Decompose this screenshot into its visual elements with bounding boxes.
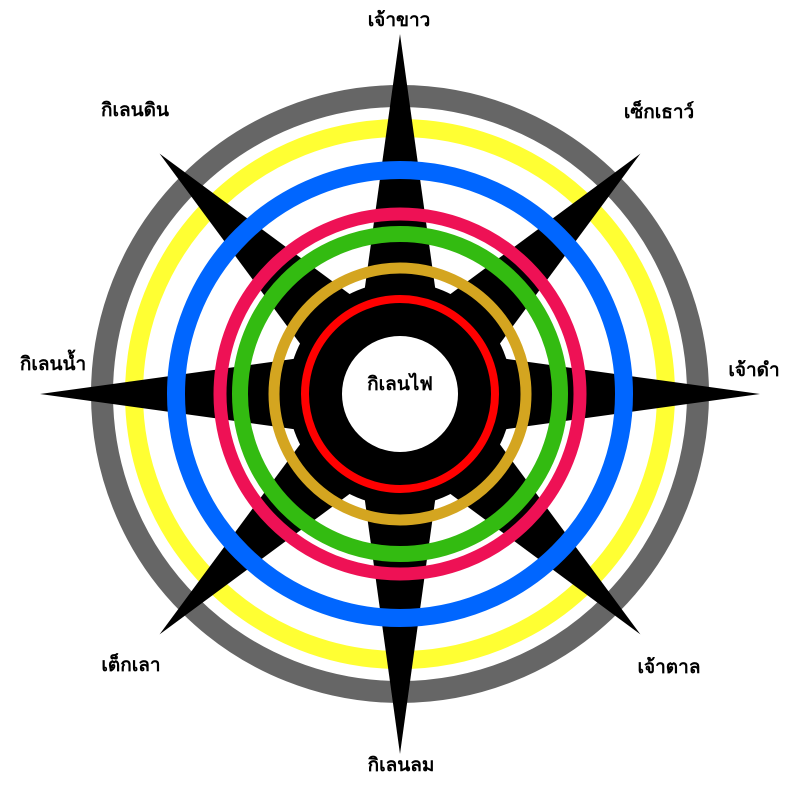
label-south: กิเลนลม	[368, 754, 435, 776]
red-ring	[301, 295, 499, 493]
label-west: กิเลนน้ำ	[20, 349, 86, 375]
blue-ring	[167, 161, 633, 627]
spike-northwest	[159, 153, 355, 349]
label-east: เจ้าดำ	[728, 359, 779, 381]
label-north: เจ้าขาว	[368, 9, 431, 31]
label-northeast: เซ็กเธาว์	[624, 99, 694, 123]
label-southwest: เต็กเลา	[101, 652, 160, 676]
gold-ring	[268, 262, 532, 526]
green-ring	[232, 226, 568, 562]
spike-southeast	[445, 439, 641, 635]
label-center: กิเลนไฟ	[367, 372, 433, 395]
label-southeast: เจ้าตาล	[638, 656, 701, 678]
spike-southwest	[159, 439, 355, 635]
pink-ring	[213, 207, 587, 581]
label-northwest: กิเลนดิน	[101, 99, 169, 121]
spike-northeast	[445, 153, 641, 349]
center-disc	[342, 336, 458, 452]
